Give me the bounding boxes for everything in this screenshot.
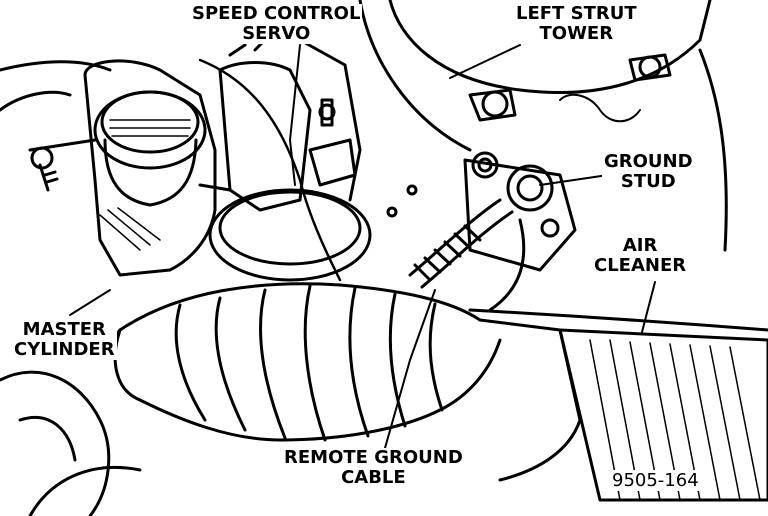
master-cylinder-shading: [99, 119, 191, 251]
label-remote-ground-cable: REMOTE GROUND CABLE: [282, 448, 465, 488]
ground-stud-bracket: [386, 151, 577, 272]
master-cylinder-body: [28, 59, 232, 277]
leader-ground-stud: [539, 174, 609, 186]
label-left-strut-tower-line2: TOWER: [539, 23, 614, 44]
label-air-cleaner-line1: AIR: [622, 235, 658, 256]
label-speed-control-servo-line2: SERVO: [242, 23, 311, 44]
label-ground-stud-line2: STUD: [620, 171, 676, 192]
leader-master-cylinder: [69, 289, 111, 316]
intake-hose: [0, 282, 502, 516]
label-ground-stud-line1: GROUND: [604, 151, 693, 172]
label-master-cylinder: MASTER CYLINDER: [12, 320, 117, 360]
label-remote-ground-cable-line2: CABLE: [341, 467, 406, 488]
label-master-cylinder-line1: MASTER: [22, 319, 106, 340]
label-ground-stud: GROUND STUD: [602, 152, 695, 192]
leader-speed-control-servo: [289, 44, 301, 186]
servo-body: [208, 38, 372, 282]
leader-lines: [69, 44, 656, 449]
leader-remote-ground-cable: [384, 289, 436, 449]
label-air-cleaner: AIR CLEANER: [592, 235, 689, 276]
label-speed-control-servo: SPEED CONTROL SERVO: [190, 3, 363, 44]
strut-tower: [358, 0, 728, 252]
servo-cable: [198, 58, 342, 282]
label-master-cylinder-line2: CYLINDER: [14, 339, 115, 360]
fender-edge-inner: [0, 90, 72, 112]
figure-number: 9505-164: [612, 470, 699, 491]
air-cleaner-housing: [468, 308, 768, 502]
label-speed-control-servo-line1: SPEED CONTROL: [192, 3, 361, 24]
label-left-strut-tower-line1: LEFT STRUT: [516, 3, 637, 24]
remote-ground-cable: [408, 198, 526, 312]
leader-air-cleaner: [641, 281, 656, 333]
label-remote-ground-cable-line1: REMOTE GROUND: [284, 447, 463, 468]
leader-left-strut-tower: [449, 44, 521, 79]
label-air-cleaner-line2: CLEANER: [594, 255, 687, 276]
label-left-strut-tower: LEFT STRUT TOWER: [514, 4, 639, 44]
fender-edge: [0, 60, 112, 72]
